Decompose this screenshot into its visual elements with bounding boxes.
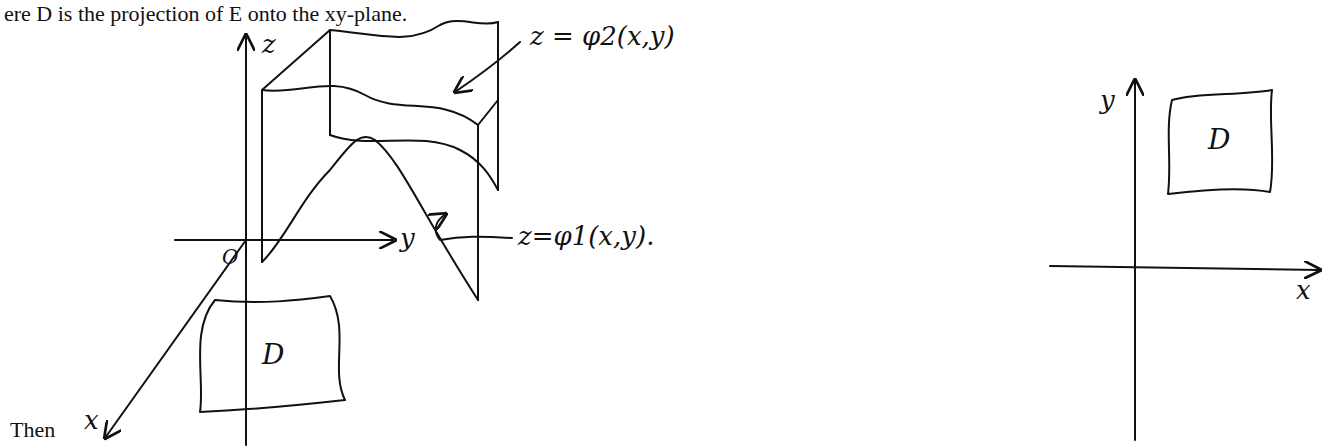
body-text: Then xyxy=(10,418,55,442)
surface-label: z = φ2(x,y) xyxy=(530,22,675,51)
box-edge xyxy=(497,22,499,190)
region-label: D xyxy=(1208,125,1230,156)
caption-line: ere D is the projection of E onto the xy… xyxy=(4,2,407,26)
axis-label: x xyxy=(1296,276,1311,305)
x-axis xyxy=(1050,266,1320,270)
region-d xyxy=(1168,90,1272,194)
axis-label: y xyxy=(400,224,415,253)
box-edge xyxy=(329,30,331,135)
box-edge xyxy=(477,125,479,300)
axis-label: x xyxy=(84,406,99,435)
axis-label: z xyxy=(262,30,276,59)
region-label: D xyxy=(262,340,284,371)
top-surface xyxy=(262,21,498,90)
origin-label: O xyxy=(222,246,238,268)
pointer-arrow xyxy=(455,42,520,92)
bottom-surface xyxy=(330,135,498,190)
y-axis xyxy=(175,239,395,241)
y-axis xyxy=(1134,80,1136,440)
box-edge xyxy=(261,90,263,262)
pointer-arrow xyxy=(436,214,512,240)
x-axis xyxy=(105,240,246,438)
axis-label: y xyxy=(1100,86,1115,115)
bottom-surface xyxy=(262,137,478,300)
surface-label: z=φ1(x,y). xyxy=(518,222,654,251)
region-d xyxy=(200,296,345,412)
top-surface xyxy=(262,86,498,125)
